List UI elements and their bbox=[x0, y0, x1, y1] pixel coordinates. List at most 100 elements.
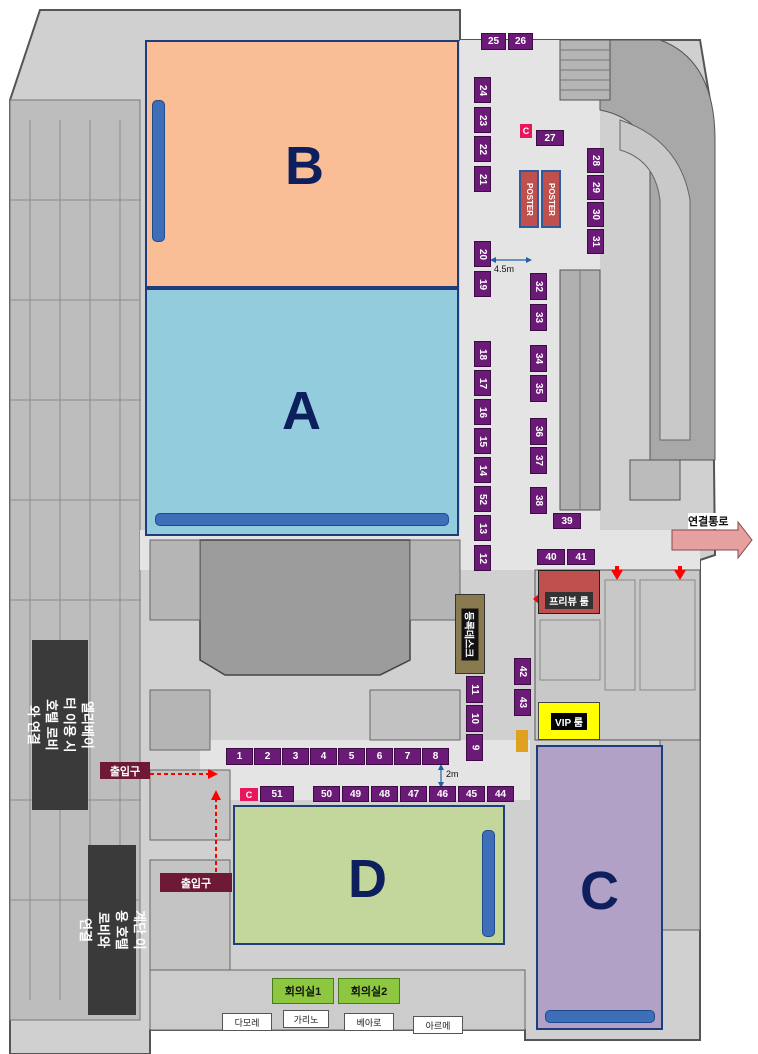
booth-11[interactable]: 11 bbox=[466, 676, 483, 703]
booth-6-label: 6 bbox=[376, 751, 383, 762]
booth-43[interactable]: 43 bbox=[514, 689, 531, 716]
booth-17-label: 17 bbox=[477, 377, 488, 389]
booth-16[interactable]: 16 bbox=[474, 399, 491, 425]
vip-room[interactable]: VIP 룸 bbox=[538, 702, 600, 740]
booth-13-label: 13 bbox=[477, 522, 488, 534]
room-carino[interactable]: 가리노 bbox=[283, 1010, 329, 1028]
booth-30[interactable]: 30 bbox=[587, 202, 604, 227]
booth-5-label: 5 bbox=[348, 751, 355, 762]
poster-board-2[interactable]: POSTER bbox=[541, 170, 561, 228]
booth-10[interactable]: 10 bbox=[466, 705, 483, 732]
booth-49[interactable]: 49 bbox=[342, 786, 369, 802]
booth-2[interactable]: 2 bbox=[254, 748, 281, 765]
booth-45[interactable]: 45 bbox=[458, 786, 485, 802]
booth-52[interactable]: 52 bbox=[474, 486, 491, 512]
booth-13[interactable]: 13 bbox=[474, 515, 491, 541]
booth-15-label: 15 bbox=[477, 435, 488, 447]
booth-8[interactable]: 8 bbox=[422, 748, 449, 765]
booth-1[interactable]: 1 bbox=[226, 748, 253, 765]
booth-34[interactable]: 34 bbox=[530, 345, 547, 372]
hall-b[interactable] bbox=[145, 40, 459, 288]
booth-25[interactable]: 25 bbox=[481, 33, 506, 50]
booth-35[interactable]: 35 bbox=[530, 375, 547, 402]
booth-14[interactable]: 14 bbox=[474, 457, 491, 483]
booth-5[interactable]: 5 bbox=[338, 748, 365, 765]
entrance-left[interactable]: 출입구 bbox=[100, 762, 150, 779]
meeting-room-1[interactable]: 회의실1 bbox=[272, 978, 334, 1004]
booth-41[interactable]: 41 bbox=[567, 549, 595, 565]
room-beaaro[interactable]: 베아로 bbox=[344, 1013, 394, 1031]
booth-26[interactable]: 26 bbox=[508, 33, 533, 50]
booth-33[interactable]: 33 bbox=[530, 304, 547, 331]
hall-c-label: C bbox=[580, 861, 619, 921]
booth-4[interactable]: 4 bbox=[310, 748, 337, 765]
booth-19[interactable]: 19 bbox=[474, 271, 491, 297]
booth-3[interactable]: 3 bbox=[282, 748, 309, 765]
booth-18[interactable]: 18 bbox=[474, 341, 491, 367]
booth-42-label: 42 bbox=[517, 665, 528, 678]
booth-48[interactable]: 48 bbox=[371, 786, 398, 802]
booth-46[interactable]: 46 bbox=[429, 786, 456, 802]
booth-19-label: 19 bbox=[477, 278, 488, 290]
booth-6[interactable]: 6 bbox=[366, 748, 393, 765]
hall-a[interactable] bbox=[145, 288, 459, 536]
booth-15[interactable]: 15 bbox=[474, 428, 491, 454]
booth-37[interactable]: 37 bbox=[530, 447, 547, 474]
booth-24[interactable]: 24 bbox=[474, 77, 491, 103]
booth-20[interactable]: 20 bbox=[474, 241, 491, 267]
booth-27[interactable]: 27 bbox=[536, 130, 564, 146]
meeting-room-2[interactable]: 회의실2 bbox=[338, 978, 400, 1004]
booth-17[interactable]: 17 bbox=[474, 370, 491, 396]
booth-31[interactable]: 31 bbox=[587, 229, 604, 254]
booth-37-label: 37 bbox=[533, 454, 544, 467]
entrance-bottom[interactable]: 출입구 bbox=[160, 873, 232, 892]
booth-39[interactable]: 39 bbox=[553, 513, 581, 529]
booth-50[interactable]: 50 bbox=[313, 786, 340, 802]
booth-44[interactable]: 44 bbox=[487, 786, 514, 802]
preview-room[interactable]: 프리뷰 룸 bbox=[538, 570, 600, 614]
booth-41-label: 41 bbox=[575, 551, 587, 563]
hall-d-label: D bbox=[348, 849, 387, 909]
booth-27-label: 27 bbox=[544, 132, 556, 144]
hall-c-screen bbox=[545, 1010, 655, 1023]
booth-9[interactable]: 9 bbox=[466, 734, 483, 761]
stairs-hotel-note: 계단 이용 호텔 로비와 연결 bbox=[78, 845, 147, 1015]
booth-39-label: 39 bbox=[561, 515, 573, 527]
booth-8-label: 8 bbox=[432, 751, 439, 762]
booth-22[interactable]: 22 bbox=[474, 136, 491, 162]
booth-2-label: 2 bbox=[264, 751, 271, 762]
booth-47[interactable]: 47 bbox=[400, 786, 427, 802]
booth-28-label: 28 bbox=[590, 154, 601, 167]
booth-42[interactable]: 42 bbox=[514, 658, 531, 685]
booth-38-label: 38 bbox=[533, 494, 544, 507]
booth-7[interactable]: 7 bbox=[394, 748, 421, 765]
room-arkeme[interactable]: 아르메 bbox=[413, 1016, 463, 1034]
registration-desk[interactable]: 등록데스크 bbox=[455, 594, 485, 674]
room-damore[interactable]: 다모레 bbox=[222, 1013, 272, 1031]
booth-7-label: 7 bbox=[404, 751, 411, 762]
poster-board-1[interactable]: POSTER bbox=[519, 170, 539, 228]
registration-desk-label: 등록데스크 bbox=[461, 608, 479, 660]
booth-22-label: 22 bbox=[477, 143, 488, 155]
hall-c[interactable] bbox=[536, 745, 663, 1030]
booth-3-label: 3 bbox=[292, 751, 299, 762]
booth-40[interactable]: 40 bbox=[537, 549, 565, 565]
c-marker-bottom: C bbox=[240, 788, 258, 801]
booth-46-label: 46 bbox=[436, 788, 449, 800]
booth-38[interactable]: 38 bbox=[530, 487, 547, 514]
booth-26-label: 26 bbox=[514, 36, 527, 47]
booth-36[interactable]: 36 bbox=[530, 418, 547, 445]
hall-d-screen bbox=[482, 830, 495, 937]
vip-room-label: VIP 룸 bbox=[551, 712, 587, 730]
booth-23[interactable]: 23 bbox=[474, 107, 491, 133]
booth-29[interactable]: 29 bbox=[587, 175, 604, 200]
booth-25-label: 25 bbox=[487, 36, 500, 47]
booth-32[interactable]: 32 bbox=[530, 273, 547, 300]
booth-44-label: 44 bbox=[494, 788, 507, 800]
booth-28[interactable]: 28 bbox=[587, 148, 604, 173]
hall-d[interactable] bbox=[233, 805, 505, 945]
booth-12[interactable]: 12 bbox=[474, 545, 491, 571]
booth-51[interactable]: 51 bbox=[260, 786, 294, 802]
booth-36-label: 36 bbox=[533, 425, 544, 438]
booth-21[interactable]: 21 bbox=[474, 166, 491, 192]
